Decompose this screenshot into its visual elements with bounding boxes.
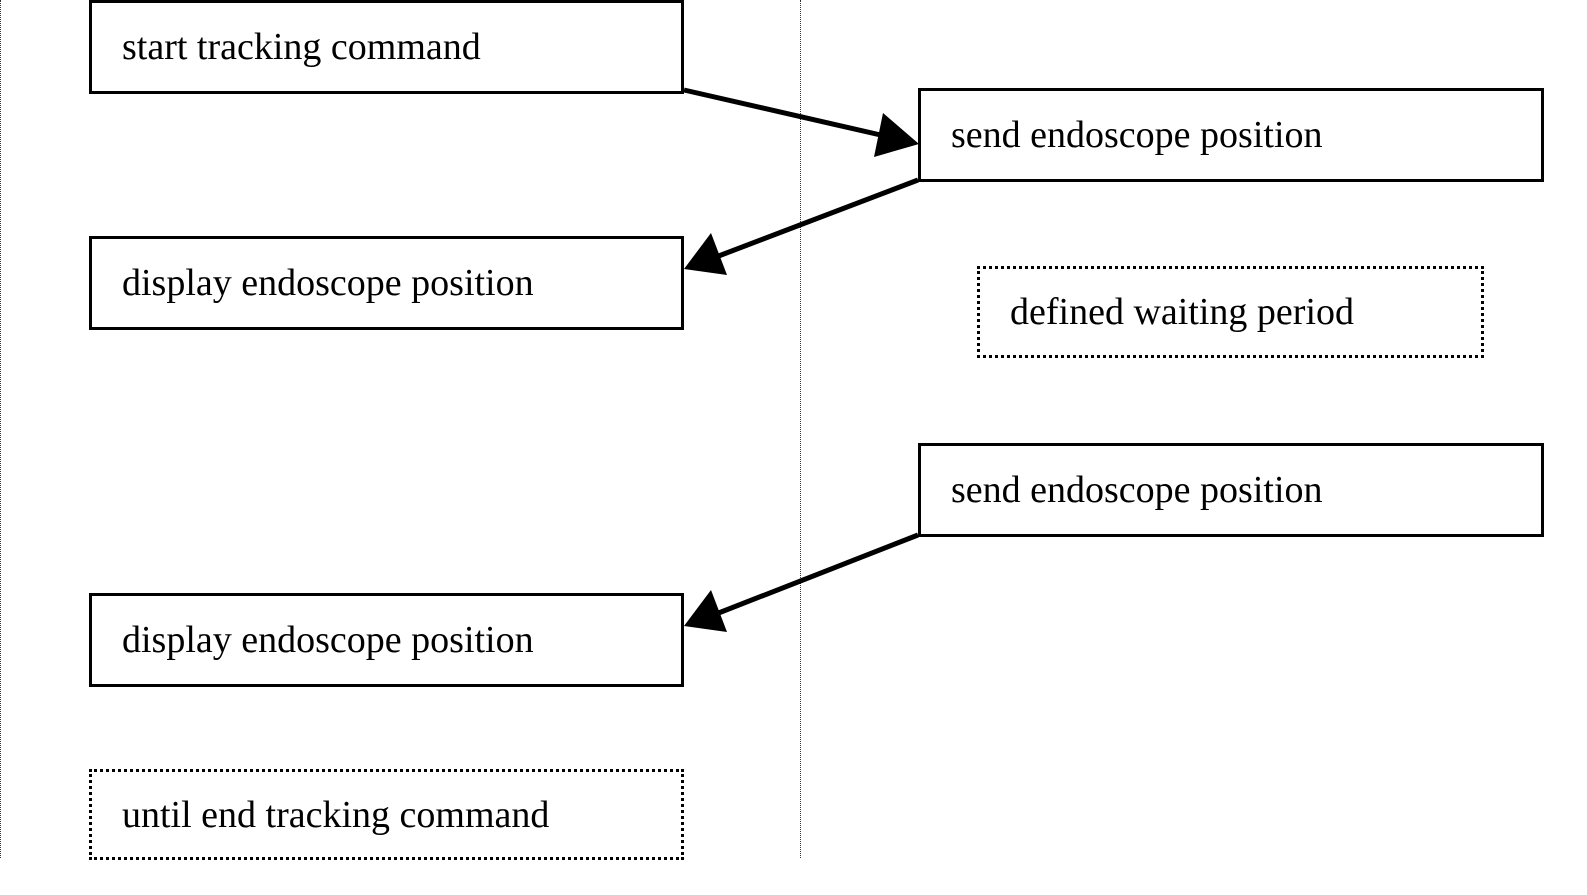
arrow-shaft <box>715 177 919 260</box>
display-endoscope-position-label-2: display endoscope position <box>122 619 534 661</box>
left-lifeline <box>0 0 1 858</box>
middle-lifeline <box>800 0 801 858</box>
send-endoscope-position-box-2: send endoscope position <box>918 443 1544 537</box>
start-tracking-command-box: start tracking command <box>89 0 684 94</box>
send-endoscope-position-label-1: send endoscope position <box>951 114 1323 156</box>
arrow-shaft <box>715 532 919 617</box>
display-endoscope-position-box-1: display endoscope position <box>89 236 684 330</box>
arrow-shaft <box>683 87 886 139</box>
start-tracking-command-label: start tracking command <box>122 26 481 68</box>
until-end-tracking-command-box: until end tracking command <box>89 769 684 860</box>
send-endoscope-position-box-1: send endoscope position <box>918 88 1544 182</box>
display-endoscope-position-box-2: display endoscope position <box>89 593 684 687</box>
arrow-send2-to-display2 <box>684 532 919 632</box>
defined-waiting-period-box: defined waiting period <box>977 266 1484 358</box>
display-endoscope-position-label-1: display endoscope position <box>122 262 534 304</box>
arrowhead <box>684 590 727 632</box>
until-end-tracking-command-label: until end tracking command <box>122 793 550 836</box>
defined-waiting-period-label: defined waiting period <box>1010 291 1355 333</box>
send-endoscope-position-label-2: send endoscope position <box>951 469 1323 511</box>
arrow-send1-to-display1 <box>684 177 919 275</box>
arrowhead <box>874 113 919 157</box>
arrow-start-to-send <box>683 87 919 157</box>
arrowhead <box>684 233 727 275</box>
